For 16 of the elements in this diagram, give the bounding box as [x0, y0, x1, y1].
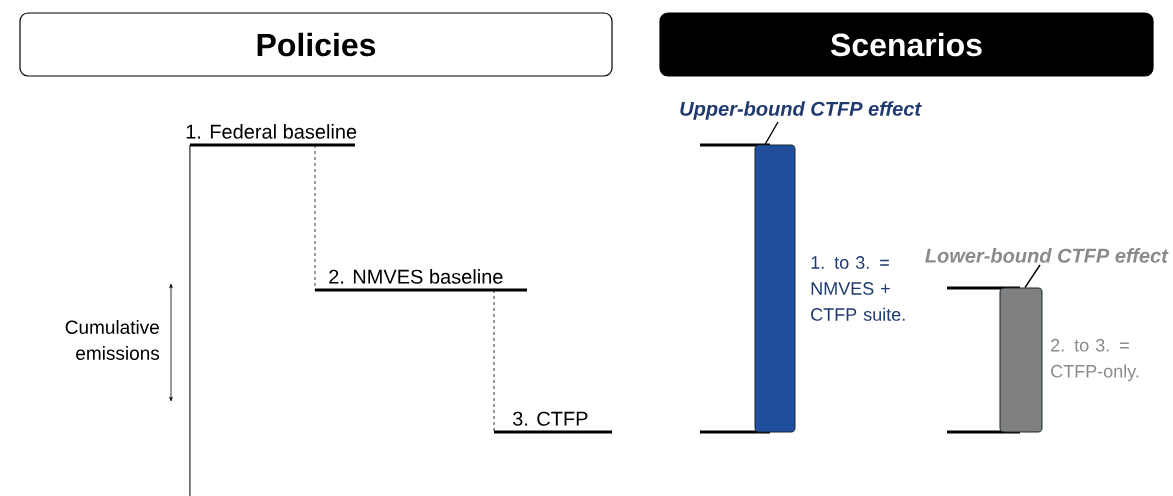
- drop-line: [493, 289, 495, 433]
- axis-label: Cumulative emissions: [65, 320, 160, 360]
- callout-text: Lower-bound CTFP effect: [925, 248, 1169, 263]
- leader-line: [764, 121, 779, 146]
- level-label: 2. NMVES baseline: [329, 269, 503, 284]
- level-label: 1. Federal baseline: [186, 124, 357, 139]
- header-banner: Policies: [19, 12, 613, 77]
- effect-bar: [999, 287, 1043, 433]
- callout-text: Upper-bound CTFP effect: [680, 101, 922, 120]
- drop-line: [314, 144, 316, 291]
- level-label: 3. CTFP: [512, 411, 588, 426]
- bar-annotation: 1. to 3. = NMVES + CTFP suite.: [811, 256, 905, 321]
- header-banner: Scenarios: [659, 12, 1154, 77]
- leader-line: [1024, 264, 1041, 289]
- effect-bar: [754, 144, 796, 433]
- bar-annotation: 2. to 3. = CTFP-only.: [1051, 338, 1139, 382]
